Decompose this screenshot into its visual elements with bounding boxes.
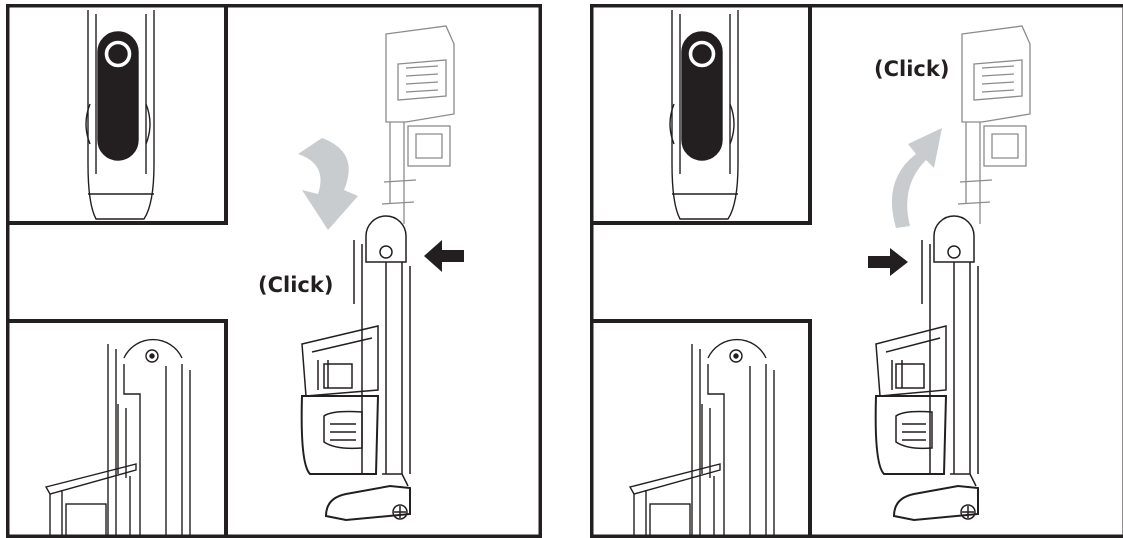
release-button-closeup xyxy=(86,10,154,219)
curved-arrow-up-icon xyxy=(892,128,942,228)
panel-frame xyxy=(592,6,1123,537)
inset-bottom-frame xyxy=(592,321,811,536)
release-button-closeup xyxy=(670,10,738,219)
vacuum-main xyxy=(302,216,410,520)
vacuum-ghost-upright xyxy=(382,26,454,224)
vacuum-ghost-upright xyxy=(958,26,1030,224)
curved-arrow-down-icon xyxy=(298,138,358,230)
inset-bottom-frame xyxy=(8,321,227,536)
step-fold-down-panel: (Click) xyxy=(6,4,542,538)
hinge-closeup xyxy=(46,340,190,536)
click-label: (Click) xyxy=(874,57,949,81)
hinge-closeup xyxy=(630,340,774,536)
push-arrow-left-icon xyxy=(424,240,464,272)
step-fold-up-panel: (Click) xyxy=(590,4,1123,538)
push-arrow-right-icon xyxy=(868,248,908,276)
click-label: (Click) xyxy=(258,273,333,297)
